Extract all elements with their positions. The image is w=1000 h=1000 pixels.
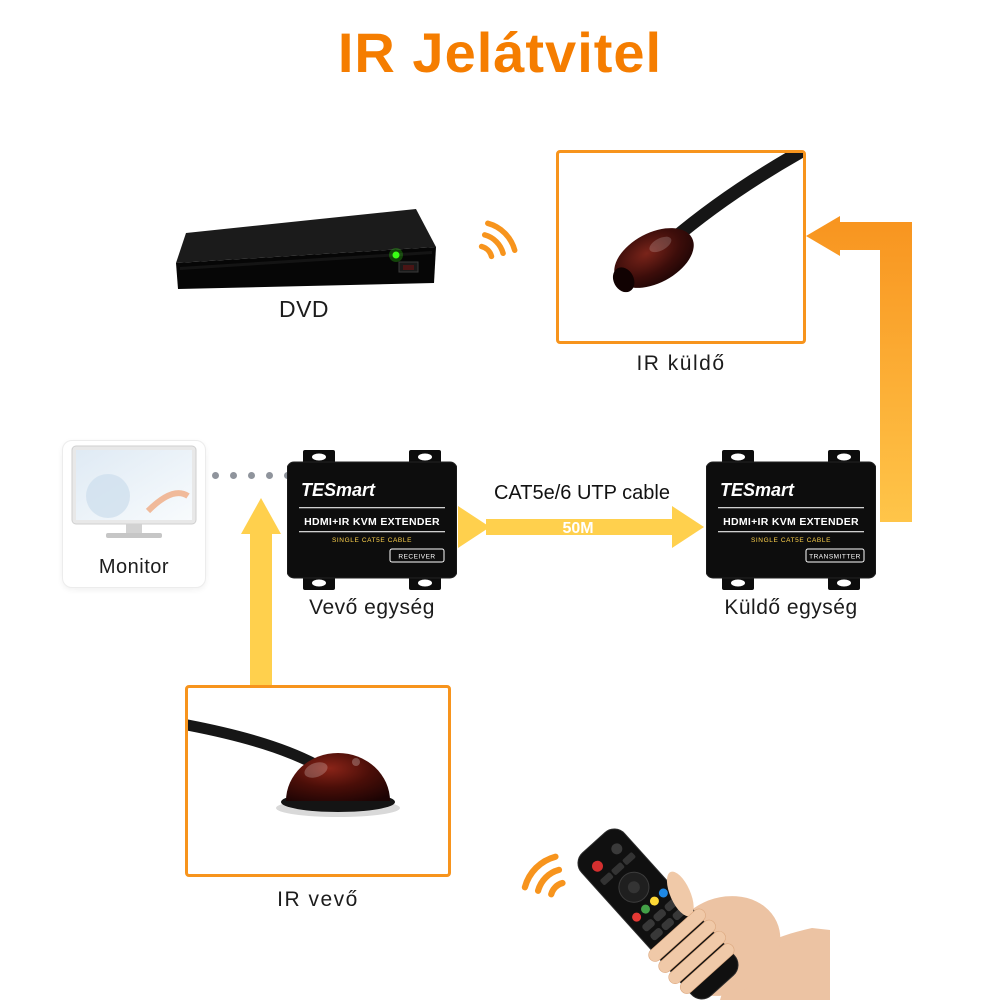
monitor-label: Monitor	[98, 556, 170, 578]
ir-uplink-arrow	[241, 498, 281, 690]
ir-sender-label: IR küldő	[636, 352, 726, 375]
cable-distance: 50M	[562, 520, 593, 537]
remote-control	[577, 828, 739, 1000]
ir-uplink-arrowhead	[241, 498, 281, 534]
dvd-player-illustration	[176, 209, 436, 289]
receiver-badge: RECEIVER	[398, 554, 435, 561]
receiver-label: Vevő egység	[309, 596, 435, 619]
remote-waves-icon	[521, 853, 566, 898]
ir-waves-icon	[478, 220, 518, 260]
dotted-connector	[212, 472, 291, 479]
cable-label: CAT5e/6 UTP cable	[493, 482, 670, 504]
remote-button	[611, 843, 623, 855]
receiver-sub: SINGLE CAT5E CABLE	[332, 537, 412, 544]
cable-arrow-shaft	[486, 519, 674, 535]
monitor-icon	[71, 445, 197, 538]
transmitter-label: Küldő egység	[724, 596, 858, 619]
page-title: IR Jelátvitel	[337, 21, 663, 84]
monitor-card: Monitor	[62, 440, 206, 588]
dvd-usb-inner	[403, 265, 414, 270]
dvd-label: DVD	[278, 296, 330, 322]
ir-receiver-cable	[176, 718, 328, 774]
ir-receiver-dome	[286, 753, 390, 801]
ir-sender-cable	[664, 140, 816, 248]
dvd-top	[176, 209, 436, 263]
ir-uplink-shaft	[250, 532, 272, 690]
receiver-brand: TESmart	[301, 480, 376, 500]
ir-sender-photo	[612, 140, 816, 293]
receiver-extender-unit: TESmart HDMI+IR KVM EXTENDER SINGLE CAT5…	[287, 450, 457, 590]
remote-hand-illustration	[577, 828, 830, 1000]
ir-receiver-label: IR vevő	[277, 888, 359, 911]
cable-arrow: 50M	[458, 506, 704, 548]
monitor-base	[106, 533, 162, 538]
transmitter-sub: SINGLE CAT5E CABLE	[751, 537, 831, 544]
dvd-led	[392, 251, 400, 259]
return-path-vertical	[880, 222, 912, 522]
transmitter-brand: TESmart	[720, 480, 795, 500]
cable-arrowhead-right	[672, 506, 704, 548]
monitor-wallpaper-arc	[145, 490, 190, 514]
remote-power-button	[591, 860, 603, 872]
transmitter-model: HDMI+IR KVM EXTENDER	[723, 516, 859, 528]
ir-sender-frame	[556, 140, 816, 344]
ir-sender-head	[612, 228, 694, 293]
cable-arrowhead-left	[458, 506, 490, 548]
ir-receiver-frame	[176, 685, 451, 877]
receiver-model: HDMI+IR KVM EXTENDER	[304, 516, 440, 528]
dvd-tray-line	[180, 251, 432, 270]
hand-thumb	[666, 871, 694, 917]
return-path-arrowhead	[806, 216, 840, 256]
monitor-wallpaper-shape	[86, 474, 130, 518]
ir-receiver-photo	[176, 718, 400, 817]
transmitter-badge: TRANSMITTER	[809, 554, 861, 561]
monitor-stand	[126, 524, 142, 533]
return-path-arrow	[806, 216, 912, 522]
transmitter-extender-unit: TESmart HDMI+IR KVM EXTENDER SINGLE CAT5…	[706, 450, 876, 590]
hand-fingers	[648, 908, 735, 994]
